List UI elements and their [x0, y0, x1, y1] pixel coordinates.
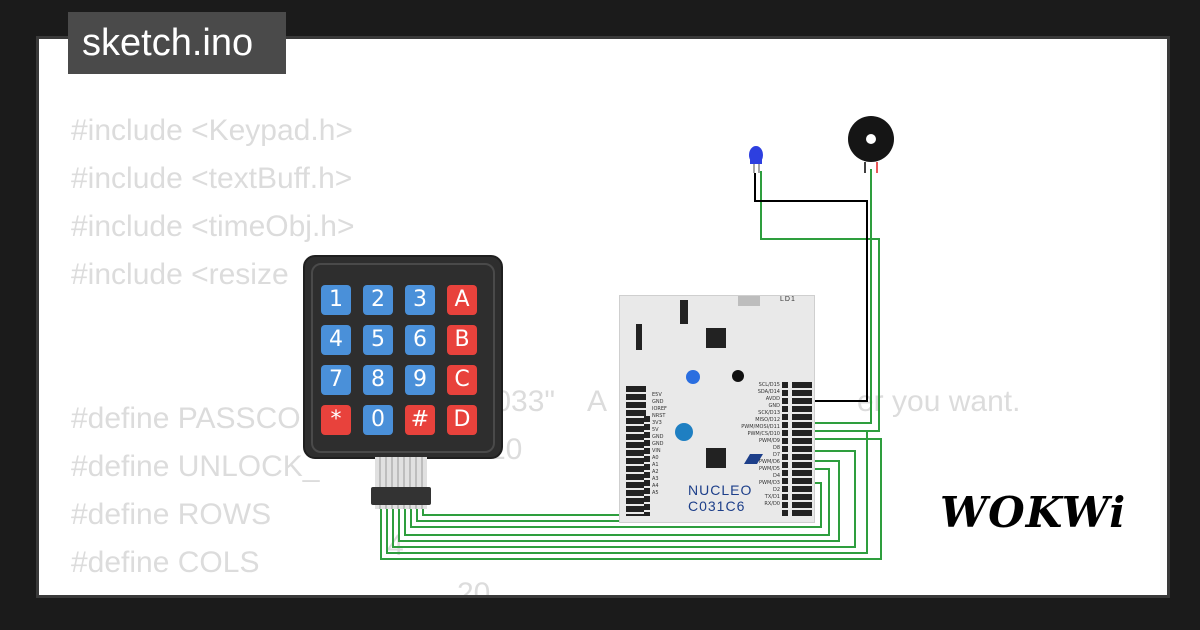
- pin-label: D7: [772, 452, 780, 458]
- wire-keypad-4: [398, 460, 840, 542]
- keypad-key[interactable]: *: [321, 405, 351, 435]
- keypad-key[interactable]: #: [405, 405, 435, 435]
- pin-label: PWM/D3: [759, 480, 780, 486]
- code-line: #include <timeObj.h>: [71, 210, 355, 243]
- code-line: #define UNLOCK_: [71, 450, 320, 483]
- keypad-key[interactable]: 6: [405, 325, 435, 355]
- keypad-key[interactable]: 9: [405, 365, 435, 395]
- board-name-line1: NUCLEO: [688, 482, 753, 498]
- pin-label: PWM/D6: [759, 459, 780, 465]
- pin-label: SCK/D13: [758, 410, 780, 416]
- pin-label: NRST: [652, 413, 666, 419]
- pin-label: GND: [652, 399, 664, 405]
- user-button[interactable]: [686, 370, 700, 384]
- wire-keypad-5: [404, 468, 830, 536]
- keypad-key[interactable]: A: [447, 285, 477, 315]
- pin-label: E5V: [652, 392, 662, 398]
- wire-buzzer-red: [811, 169, 872, 424]
- usb-connector: [738, 296, 760, 306]
- num-chars-value-fragment: 20: [457, 577, 491, 598]
- keypad-key[interactable]: 2: [363, 285, 393, 315]
- code-line: #define COLS: [71, 546, 260, 579]
- pin-label: PWM/CS/D10: [747, 431, 780, 437]
- led[interactable]: [749, 146, 763, 173]
- pin-label: GND: [768, 403, 780, 409]
- pin-label: SCL/D15: [758, 382, 780, 388]
- passcode-comment-end-fragment: er you want.: [857, 385, 1021, 418]
- arduino-right-header: [782, 382, 788, 516]
- board-name-line2: C031C6: [688, 498, 746, 514]
- pin-label: GND: [652, 441, 664, 447]
- code-line: #include <Keypad.h>: [71, 114, 353, 147]
- pin-label: A3: [652, 476, 659, 482]
- keypad-key[interactable]: 4: [321, 325, 351, 355]
- pin-label: 3V3: [652, 420, 662, 426]
- code-line: #define ROWS: [71, 498, 272, 531]
- wire-keypad-3: [392, 450, 856, 548]
- keypad-key[interactable]: 1: [321, 285, 351, 315]
- keypad-key[interactable]: C: [447, 365, 477, 395]
- pin-label: A2: [652, 469, 659, 475]
- keypad-key[interactable]: 7: [321, 365, 351, 395]
- pin-label: D8: [772, 445, 780, 451]
- file-tab[interactable]: sketch.ino: [68, 12, 286, 74]
- code-editor-text: #include <Keypad.h> #include <textBuff.h>…: [71, 107, 355, 595]
- board-ld1-label: LD1: [780, 296, 796, 303]
- keypad-key[interactable]: D: [447, 405, 477, 435]
- wire-keypad-1: [380, 438, 882, 560]
- st-logo-icon: [744, 454, 763, 464]
- keypad-key[interactable]: 5: [363, 325, 393, 355]
- arduino-left-header: [644, 416, 650, 516]
- right-pin-header-inner: [792, 382, 802, 516]
- stlink-header: [680, 300, 688, 324]
- code-line: #include <resize: [71, 258, 289, 291]
- reset-button[interactable]: [732, 370, 744, 382]
- keypad-key[interactable]: 0: [363, 405, 393, 435]
- keypad-connector: [371, 487, 431, 505]
- code-line: #include <textBuff.h>: [71, 162, 353, 195]
- pin-label: A1: [652, 462, 659, 468]
- pin-label: 5V: [652, 427, 659, 433]
- mcu-chip: [706, 448, 726, 468]
- pin-label: MISO/D12: [755, 417, 780, 423]
- pin-label: GND: [652, 434, 664, 440]
- left-pin-header-inner: [636, 386, 646, 516]
- code-line: #define NUM_CHAR: [71, 587, 355, 595]
- swd-header: [636, 324, 642, 350]
- pin-label: PWM/MOSI/D11: [741, 424, 780, 430]
- pin-label: TX/D1: [764, 494, 780, 500]
- left-pin-header-outer: [626, 386, 636, 516]
- wire-led-gnd: [754, 173, 868, 402]
- passcode-comment-fragment: A: [587, 385, 608, 418]
- pin-label: D2: [772, 487, 780, 493]
- wokwi-logo: WOKWi: [940, 488, 1127, 537]
- wire-led: [760, 171, 880, 432]
- pin-label: PWM/D5: [759, 466, 780, 472]
- pin-label: A5: [652, 490, 659, 496]
- keypad-key[interactable]: 3: [405, 285, 435, 315]
- pin-label: SDA/D14: [757, 389, 780, 395]
- wire-keypad-6: [410, 479, 822, 528]
- pin-label: A4: [652, 483, 659, 489]
- buzzer[interactable]: [848, 116, 894, 173]
- pin-label: IOREF: [652, 406, 667, 412]
- keypad-key[interactable]: B: [447, 325, 477, 355]
- pin-label: PWM/D9: [759, 438, 780, 444]
- pin-label: AVDD: [765, 396, 780, 402]
- pin-label: D4: [772, 473, 780, 479]
- keypad-key[interactable]: 8: [363, 365, 393, 395]
- pin-label: VIN: [652, 448, 661, 454]
- pin-label: RX/D0: [764, 501, 780, 507]
- keypad-frame: [311, 263, 495, 453]
- diagram-canvas[interactable]: #include <Keypad.h> #include <textBuff.h>…: [36, 36, 1170, 598]
- code-line: #define PASSCO: [71, 402, 301, 435]
- stlink-chip: [706, 328, 726, 348]
- right-pin-header-outer: [802, 382, 812, 516]
- pin-label: A0: [652, 455, 659, 461]
- mbed-logo-icon: [675, 423, 693, 441]
